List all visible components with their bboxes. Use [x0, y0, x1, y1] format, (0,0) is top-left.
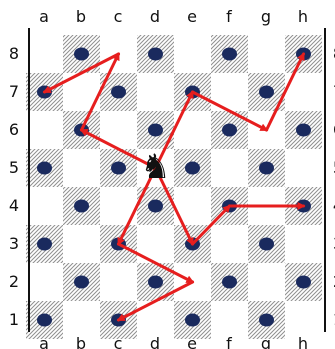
file-label-bottom-c: c: [114, 334, 123, 349]
square-a2: [26, 263, 63, 301]
file-label-c: c: [114, 7, 123, 26]
file-label-g: g: [261, 7, 271, 26]
file-label-bottom-e: e: [187, 334, 197, 349]
file-label-bottom-b: b: [76, 334, 86, 349]
rank-label-5: 5: [9, 158, 19, 177]
file-label-bottom-a: a: [39, 334, 49, 349]
dot-a1: [37, 314, 52, 327]
rank-labels-left: 8 7 6 5 4 3 2 1: [9, 44, 19, 329]
file-label-b: b: [76, 7, 86, 26]
square-e8: [174, 35, 211, 73]
dot-g5: [259, 162, 274, 175]
rank-label-8: 8: [9, 44, 19, 63]
rank-label-1: 1: [9, 310, 19, 329]
dot-b2: [74, 276, 89, 289]
dot-f6: [222, 124, 237, 137]
dot-d2: [148, 276, 163, 289]
dot-a5: [37, 162, 52, 175]
square-b5: [63, 149, 100, 187]
dot-h2: [296, 276, 311, 289]
dot-g7: [259, 86, 274, 99]
file-labels-top: a b c d e f g h: [39, 7, 308, 26]
square-a4: [26, 187, 63, 225]
dot-e5: [185, 162, 200, 175]
file-label-e: e: [187, 7, 197, 26]
square-g2: [248, 263, 285, 301]
dot-e1: [185, 314, 200, 327]
square-a8: [26, 35, 63, 73]
dot-g3: [259, 238, 274, 251]
dot-d4: [148, 200, 163, 213]
square-c2: [100, 263, 137, 301]
dot-f8: [222, 48, 237, 61]
square-h3: [285, 225, 322, 263]
dot-f2: [222, 276, 237, 289]
file-label-h: h: [298, 7, 308, 26]
dot-d8: [148, 48, 163, 61]
dot-c7: [111, 86, 126, 99]
file-label-bottom-f: f: [226, 334, 232, 349]
dot-a3: [37, 238, 52, 251]
dot-g1: [259, 314, 274, 327]
square-a6: [26, 111, 63, 149]
rank-label-3: 3: [9, 234, 19, 253]
square-g8: [248, 35, 285, 73]
square-h5: [285, 149, 322, 187]
knight-piece: ♞: [140, 147, 170, 187]
dot-h6: [296, 124, 311, 137]
file-label-f: f: [226, 7, 232, 26]
file-label-a: a: [39, 7, 49, 26]
square-f3: [211, 225, 248, 263]
rank-label-7: 7: [9, 82, 19, 101]
rank-label-4: 4: [9, 196, 19, 215]
square-f5: [211, 149, 248, 187]
rank-label-6: 6: [9, 120, 19, 139]
black-knight-icon: ♞: [140, 147, 170, 187]
rank-label-2: 2: [9, 272, 19, 291]
dot-d6: [148, 124, 163, 137]
board-squares: [26, 35, 322, 339]
file-label-d: d: [150, 7, 160, 26]
dot-b4: [74, 200, 89, 213]
dot-b8: [74, 48, 89, 61]
file-label-bottom-d: d: [150, 334, 160, 349]
square-d7: [137, 73, 174, 111]
square-b3: [63, 225, 100, 263]
file-label-bottom-h: h: [298, 334, 308, 349]
dot-c5: [111, 162, 126, 175]
file-label-bottom-g: g: [261, 334, 271, 349]
